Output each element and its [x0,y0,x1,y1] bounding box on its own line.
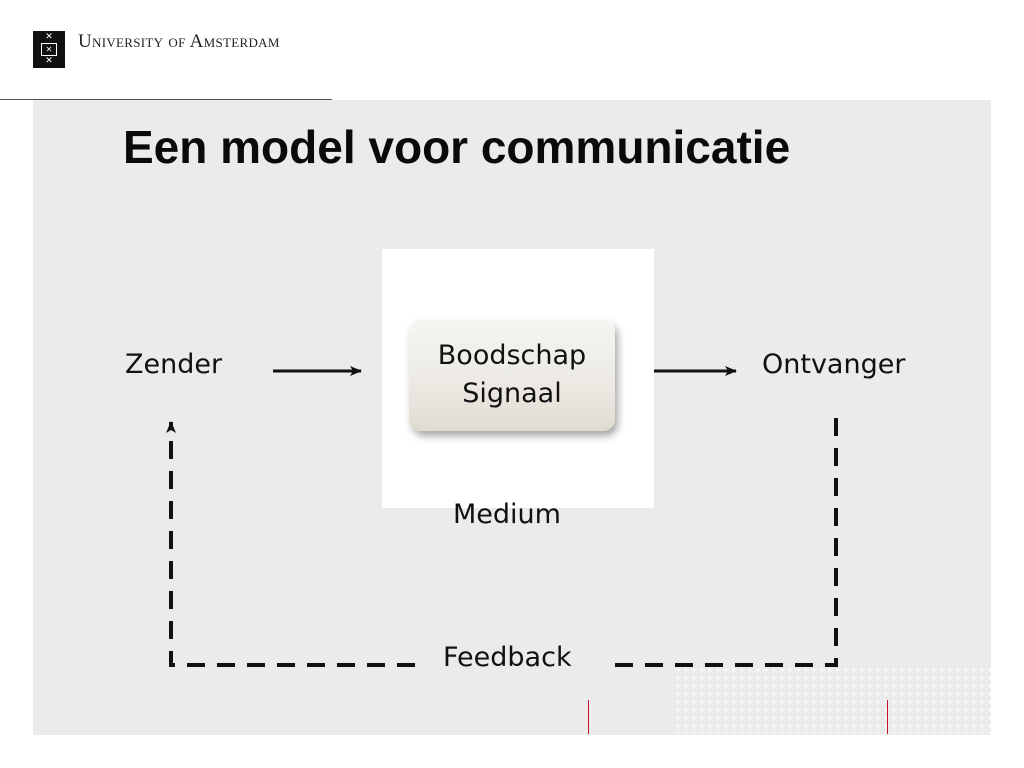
red-accent-line [887,700,888,734]
red-accent-line [588,700,589,734]
slide-title: Een model voor communicatie [123,121,791,173]
header-divider [0,99,332,100]
sender-label: Zender [125,349,223,380]
university-name: University of Amsterdam [78,31,280,52]
dot-pattern-decoration [674,666,991,734]
header: ✕ ✕ ✕ University of Amsterdam [0,0,1024,100]
message-box: Boodschap Signaal [409,319,615,431]
slide: Een model voor communicatie Boodschap Si… [33,100,991,735]
feedback-label: Feedback [443,642,572,673]
signal-label: Signaal [462,378,562,409]
university-logo-icon: ✕ ✕ ✕ [33,31,65,68]
feedback-return-line [611,418,838,667]
medium-label: Medium [453,499,561,530]
feedback-arrow-to-sender [166,421,415,667]
receiver-label: Ontvanger [762,349,906,380]
diagram-connectors [166,366,838,667]
message-label: Boodschap [437,340,587,371]
